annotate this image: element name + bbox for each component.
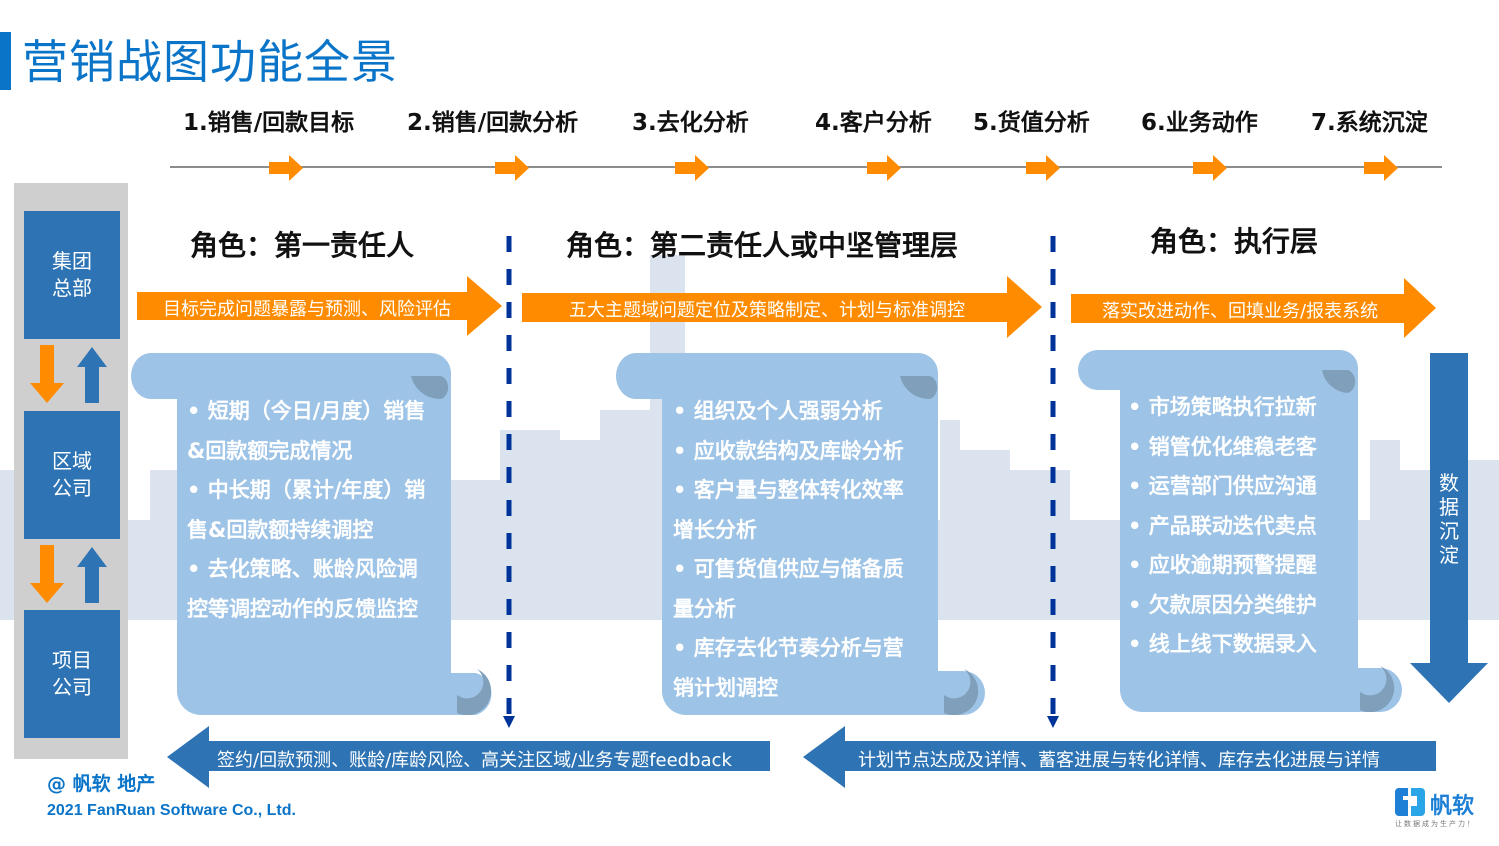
scroll-line: • 短期（今日/月度）销售 (187, 399, 426, 423)
step-label-1: 1.销售/回款目标 (183, 110, 355, 136)
scroll-line: • 应收款结构及库龄分析 (673, 438, 904, 463)
scroll-panel-second: • 组织及个人强弱分析 • 应收款结构及库龄分析 • 客户量与整体转化效率 增长… (616, 353, 988, 715)
title-accent-bar (0, 32, 11, 90)
data-sink-label: 数 据 沉 淀 (1437, 471, 1461, 567)
hierarchy-label-line1: 区域 (52, 449, 92, 473)
arrow-up-icon (77, 547, 107, 603)
step-arrow-icon (269, 155, 303, 181)
role-title-second: 角色：第二责任人或中坚管理层 (566, 229, 959, 262)
scroll-line: • 欠款原因分类维护 (1128, 592, 1317, 617)
scroll-line: • 运营部门供应沟通 (1128, 474, 1317, 498)
logo-name: 帆软 (1430, 794, 1475, 819)
data-sink-char: 数 (1439, 471, 1459, 495)
scroll-text: • 组织及个人强弱分析 • 应收款结构及库龄分析 • 客户量与整体转化效率 增长… (673, 392, 904, 708)
scroll-text: • 市场策略执行拉新 • 销管优化维稳老客 • 运营部门供应沟通 • 产品联动迭… (1128, 388, 1317, 665)
scroll-line: • 产品联动迭代卖点 (1128, 513, 1317, 538)
step-label-2: 2.销售/回款分析 (407, 110, 579, 136)
scroll-panel-executor: • 市场策略执行拉新 • 销管优化维稳老客 • 运营部门供应沟通 • 产品联动迭… (1078, 350, 1403, 712)
hierarchy-label-line2: 公司 (52, 476, 92, 500)
arrow-down-icon (30, 545, 64, 603)
divider-dashed-arrow (1047, 236, 1059, 728)
scroll-line: 售&回款额持续调控 (187, 517, 374, 542)
arrow-down-icon (30, 345, 64, 403)
role-title-first: 角色：第一责任人 (190, 229, 415, 262)
scroll-text: • 短期（今日/月度）销售 &回款额完成情况 • 中长期（累计/年度）销 售&回… (187, 392, 425, 629)
feedback-arrow-right: 计划节点达成及详情、蓄客进展与转化详情、库存去化进展与详情 (803, 726, 1436, 788)
hierarchy-box-region: 区域 公司 (24, 411, 120, 539)
role-arrow-text: 目标完成问题暴露与预测、风险评估 (163, 299, 451, 320)
scroll-line: • 市场策略执行拉新 (1128, 395, 1317, 419)
step-label-5: 5.货值分析 (973, 110, 1090, 136)
page-title: 营销战图功能全景 (22, 35, 398, 89)
scroll-line: 量分析 (673, 596, 736, 621)
role-arrow-second: 五大主题域问题定位及策略制定、计划与标准调控 (522, 276, 1042, 338)
step-arrow-icon (1026, 155, 1060, 181)
feedback-arrow-left: 签约/回款预测、账龄/库龄风险、高关注区域/业务专题feedback (167, 726, 770, 788)
step-arrow-icon (675, 155, 709, 181)
scroll-line: • 去化策略、账龄风险调 (187, 557, 418, 581)
scroll-line: 销计划调控 (673, 675, 778, 700)
feedback-text: 计划节点达成及详情、蓄客进展与转化详情、库存去化进展与详情 (858, 750, 1380, 771)
hierarchy-label-line1: 项目 (52, 648, 92, 672)
data-sink-char: 淀 (1439, 543, 1459, 567)
step-arrow-icon (495, 155, 529, 181)
scroll-panel-first: • 短期（今日/月度）销售 &回款额完成情况 • 中长期（累计/年度）销 售&回… (131, 353, 501, 715)
scroll-line: • 应收逾期预警提醒 (1128, 553, 1317, 577)
footer-copyright: 2021 FanRuan Software Co., Ltd. (47, 802, 296, 819)
step-arrow-icon (867, 155, 901, 181)
divider-dashed-arrow (503, 236, 515, 728)
step-label-4: 4.客户分析 (815, 110, 932, 136)
step-label-7: 7.系统沉淀 (1311, 110, 1428, 136)
role-arrow-text: 落实改进动作、回填业务/报表系统 (1102, 301, 1379, 322)
scroll-line: • 线上线下数据录入 (1128, 632, 1317, 656)
step-label-3: 3.去化分析 (632, 110, 749, 136)
scroll-line: • 销管优化维稳老客 (1128, 434, 1317, 459)
hierarchy-box-project: 项目 公司 (24, 610, 120, 738)
role-arrow-text: 五大主题域问题定位及策略制定、计划与标准调控 (569, 300, 965, 321)
role-title-executor: 角色：执行层 (1150, 225, 1319, 258)
footer-brand: @ 帆软 地产 (47, 773, 156, 795)
hierarchy-label-line2: 公司 (52, 675, 92, 699)
hierarchy-box-group-hq: 集团 总部 (24, 211, 120, 339)
arrow-up-icon (77, 347, 107, 403)
step-label-6: 6.业务动作 (1141, 110, 1258, 136)
step-arrow-icon (1364, 155, 1398, 181)
scroll-line: • 组织及个人强弱分析 (673, 399, 883, 423)
scroll-line: • 可售货值供应与储备质 (673, 557, 904, 581)
scroll-line: 增长分析 (673, 517, 757, 542)
timeline-line (170, 166, 1442, 168)
role-arrow-first: 目标完成问题暴露与预测、风险评估 (137, 276, 502, 336)
fanruan-logo-icon (1395, 788, 1425, 816)
scroll-line: 控等调控动作的反馈监控 (187, 596, 418, 621)
scroll-line: • 客户量与整体转化效率 (673, 478, 904, 502)
data-sink-arrow: 数 据 沉 淀 (1410, 353, 1488, 703)
logo-tagline: 让数据成为生产力！ (1395, 820, 1476, 828)
scroll-line: • 库存去化节奏分析与营 (673, 636, 904, 660)
scroll-line: • 中长期（累计/年度）销 (187, 478, 426, 502)
hierarchy-label-line2: 总部 (52, 276, 92, 300)
hierarchy-label-line1: 集团 (52, 249, 92, 273)
scroll-line: &回款额完成情况 (187, 438, 353, 463)
data-sink-char: 沉 (1439, 519, 1459, 543)
feedback-text: 签约/回款预测、账龄/库龄风险、高关注区域/业务专题feedback (217, 750, 732, 771)
data-sink-char: 据 (1439, 495, 1459, 519)
role-arrow-executor: 落实改进动作、回填业务/报表系统 (1071, 278, 1436, 338)
step-arrow-icon (1193, 155, 1227, 181)
